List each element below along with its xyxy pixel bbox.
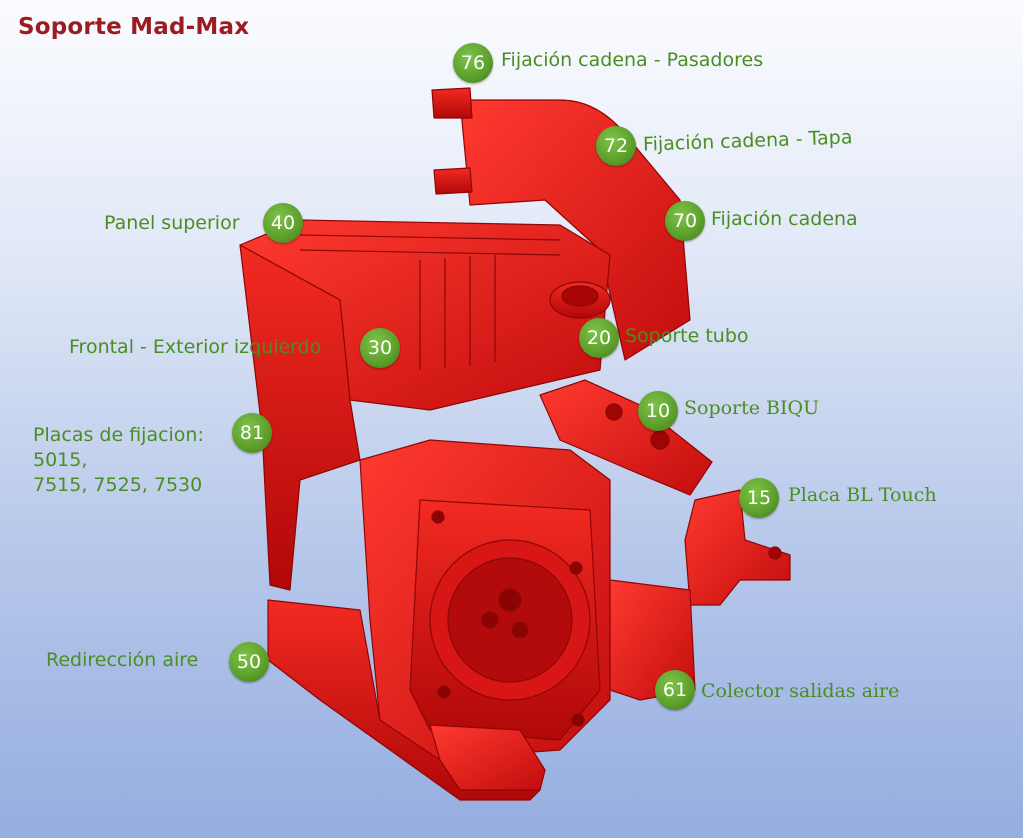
page-title: Soporte Mad-Max — [18, 14, 250, 40]
callout-30-badge: 30 — [360, 328, 400, 368]
callout-81-label: Placas de fijacion: 5015, 7515, 7525, 75… — [33, 423, 253, 498]
callout-30-label: Frontal - Exterior izquierdo — [69, 336, 322, 358]
callout-10-label: Soporte BIQU — [684, 397, 820, 419]
callout-76-badge: 76 — [453, 43, 493, 83]
callout-15-badge: 15 — [739, 478, 779, 518]
callout-76-label: Fijación cadena - Pasadores — [501, 49, 764, 71]
callout-81-badge: 81 — [232, 413, 272, 453]
callout-40-label: Panel superior — [104, 212, 240, 234]
callout-72-badge: 72 — [596, 126, 636, 166]
callout-10-badge: 10 — [638, 391, 678, 431]
callout-15-label: Placa BL Touch — [788, 484, 937, 506]
callout-50-label: Redirección aire — [46, 649, 199, 671]
callout-70-badge: 70 — [665, 201, 705, 241]
callout-81-line-1: Placas de fijacion: — [33, 424, 204, 446]
callout-40-badge: 40 — [263, 203, 303, 243]
callout-81-line-2: 5015, — [33, 449, 88, 471]
callout-61-label: Colector salidas aire — [701, 680, 900, 702]
callout-50-badge: 50 — [229, 642, 269, 682]
callout-20-badge: 20 — [579, 318, 619, 358]
callout-70-label: Fijación cadena — [711, 208, 858, 230]
callout-61-badge: 61 — [655, 670, 695, 710]
callout-81-line-3: 7515, 7525, 7530 — [33, 474, 203, 496]
callout-20-label: Soporte tubo — [625, 325, 749, 347]
